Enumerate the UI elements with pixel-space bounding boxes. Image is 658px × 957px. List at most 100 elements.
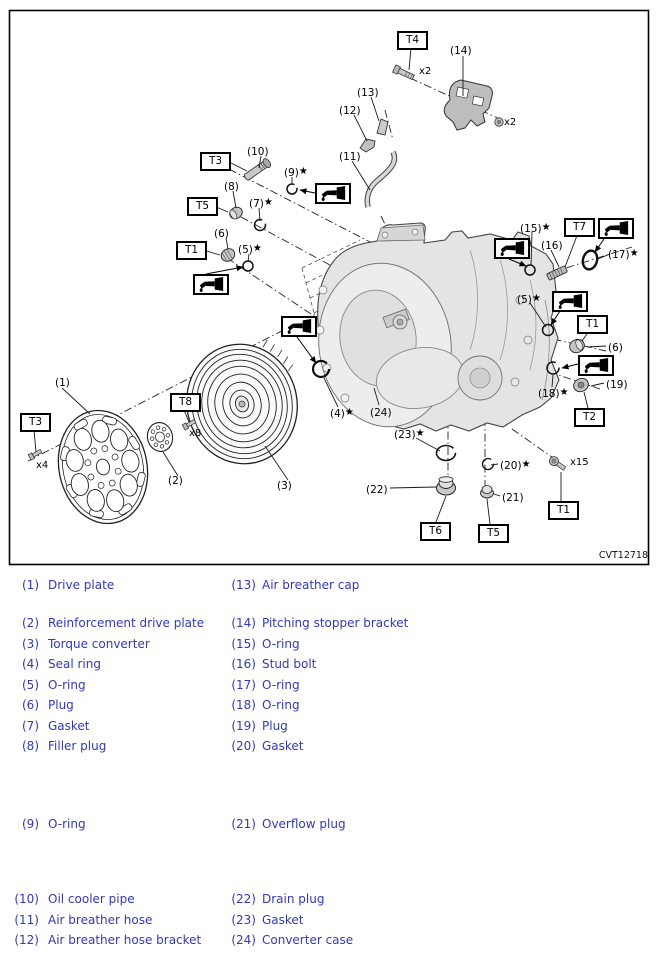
air-breather-hose-bracket bbox=[359, 138, 376, 153]
legend-part-name: Oil cooler pipe bbox=[48, 892, 135, 906]
legend-row: (1) Drive plate (13) Air breather cap bbox=[0, 578, 658, 596]
callout-6-left: (6) bbox=[214, 228, 229, 240]
legend-num: (1) bbox=[22, 578, 39, 592]
converter-case bbox=[315, 222, 560, 432]
tool-box-t7: T7 bbox=[564, 218, 596, 237]
tool-box-t1-left: T1 bbox=[176, 241, 208, 260]
tool-box-t5-top: T5 bbox=[187, 197, 219, 216]
callout-5-left: (5)★ bbox=[238, 243, 262, 256]
bolt-x8 bbox=[181, 419, 197, 431]
legend-row: (8)Filler plug (20)Gasket bbox=[0, 739, 658, 757]
oil-icon bbox=[604, 221, 629, 236]
legend-row: (6)Plug (18)O-ring bbox=[0, 698, 658, 716]
legend-part-name: Stud bolt bbox=[262, 657, 317, 671]
callout-20: (20)★ bbox=[500, 459, 531, 472]
air-breather-cap bbox=[376, 118, 389, 136]
callout-3: (3) bbox=[277, 480, 292, 492]
callout-22: (22) bbox=[366, 484, 388, 496]
oil-cooler-pipe bbox=[243, 158, 272, 181]
reinforcement-drive-plate bbox=[146, 422, 174, 452]
legend-part-name: Gasket bbox=[262, 913, 304, 927]
legend-row: (2)Reinforcement drive plate (14)Pitchin… bbox=[0, 616, 658, 634]
legend-num: (5) bbox=[22, 678, 39, 692]
count-x4: x4 bbox=[36, 460, 49, 471]
legend-num: (22) bbox=[231, 892, 256, 906]
legend-part-name: Gasket bbox=[48, 719, 90, 733]
tool-box-t6: T6 bbox=[420, 522, 452, 541]
legend-part-name: Converter case bbox=[262, 933, 354, 947]
legend-row: (4)Seal ring (16)Stud bolt bbox=[0, 657, 658, 675]
callout-24: (24) bbox=[370, 407, 392, 419]
legend-num: (21) bbox=[231, 817, 256, 831]
callout-6-right: (6) bbox=[608, 342, 623, 354]
callout-19: (19) bbox=[606, 379, 628, 391]
drive-plate bbox=[57, 409, 149, 525]
legend-num: (18) bbox=[231, 698, 256, 712]
callout-13: (13) bbox=[357, 87, 379, 99]
callout-17: (17)★ bbox=[608, 248, 639, 261]
oil-icon bbox=[584, 358, 609, 373]
oil-symbol-box-5-left bbox=[193, 274, 229, 295]
legend-num: (11) bbox=[14, 913, 39, 927]
callout-1: (1) bbox=[55, 377, 70, 389]
bolt-x4 bbox=[27, 449, 43, 461]
legend-num: (23) bbox=[231, 913, 256, 927]
tool-box-t4: T4 bbox=[397, 31, 429, 50]
legend-part-name: Gasket bbox=[262, 739, 304, 753]
legend-num: (24) bbox=[231, 933, 256, 947]
legend-part-name: Torque converter bbox=[48, 637, 150, 651]
callout-10: (10) bbox=[247, 146, 269, 158]
washer-x2 bbox=[494, 117, 504, 127]
legend-part-name: Air breather cap bbox=[262, 578, 360, 592]
plug-19 bbox=[573, 377, 589, 393]
legend-num: (13) bbox=[231, 578, 256, 592]
tool-box-t1-right: T1 bbox=[577, 315, 609, 334]
legend-num: (6) bbox=[22, 698, 39, 712]
legend-num: (10) bbox=[14, 892, 39, 906]
legend-part-name: Plug bbox=[262, 719, 288, 733]
legend-part-name: Filler plug bbox=[48, 739, 107, 753]
legend-part-name: Drain plug bbox=[262, 892, 325, 906]
filler-plug bbox=[229, 206, 243, 220]
legend-part-name: Drive plate bbox=[48, 578, 115, 592]
count-x8: x8 bbox=[189, 428, 202, 439]
legend-part-name: Overflow plug bbox=[262, 817, 346, 831]
overflow-plug bbox=[480, 485, 494, 499]
tool-box-t2: T2 bbox=[574, 408, 606, 427]
diagram-frame bbox=[8, 9, 650, 566]
legend-part-name: O-ring bbox=[262, 698, 300, 712]
callout-12: (12) bbox=[339, 105, 361, 117]
legend-num: (16) bbox=[231, 657, 256, 671]
callout-18: (18)★ bbox=[538, 387, 569, 400]
oil-symbol-box-18 bbox=[578, 355, 614, 376]
legend-row: (10) Oil cooler pipe (22) Drain plug bbox=[0, 892, 658, 910]
drain-plug bbox=[436, 476, 456, 496]
legend-row: (5)O-ring (17)O-ring bbox=[0, 678, 658, 696]
callout-7: (7)★ bbox=[249, 197, 273, 210]
oil-symbol-box-15 bbox=[494, 238, 530, 259]
count-x15: x15 bbox=[570, 457, 589, 468]
callout-21: (21) bbox=[502, 492, 524, 504]
legend-num: (19) bbox=[231, 719, 256, 733]
legend-num: (17) bbox=[231, 678, 256, 692]
pitching-stopper-bracket bbox=[443, 79, 493, 131]
legend-num: (15) bbox=[231, 637, 256, 651]
count-x2-washer: x2 bbox=[504, 117, 517, 128]
oil-symbol-box-4 bbox=[281, 316, 317, 337]
legend-num: (9) bbox=[22, 817, 39, 831]
callout-15: (15)★ bbox=[520, 222, 551, 235]
oil-icon bbox=[287, 319, 312, 334]
legend-part-name: O-ring bbox=[262, 637, 300, 651]
tool-box-t8: T8 bbox=[170, 393, 202, 412]
tool-box-t3-top: T3 bbox=[200, 152, 232, 171]
figure-code: CVT12718 bbox=[598, 550, 648, 561]
legend-part-name: Air breather hose bracket bbox=[48, 933, 202, 947]
legend-part-name: Seal ring bbox=[48, 657, 101, 671]
tool-box-t5-bottom: T5 bbox=[478, 524, 510, 543]
callout-14: (14) bbox=[450, 45, 472, 57]
legend-row: (11)Air breather hose (23)Gasket bbox=[0, 913, 658, 931]
oil-icon bbox=[321, 186, 346, 201]
bolt-x15 bbox=[549, 456, 567, 471]
